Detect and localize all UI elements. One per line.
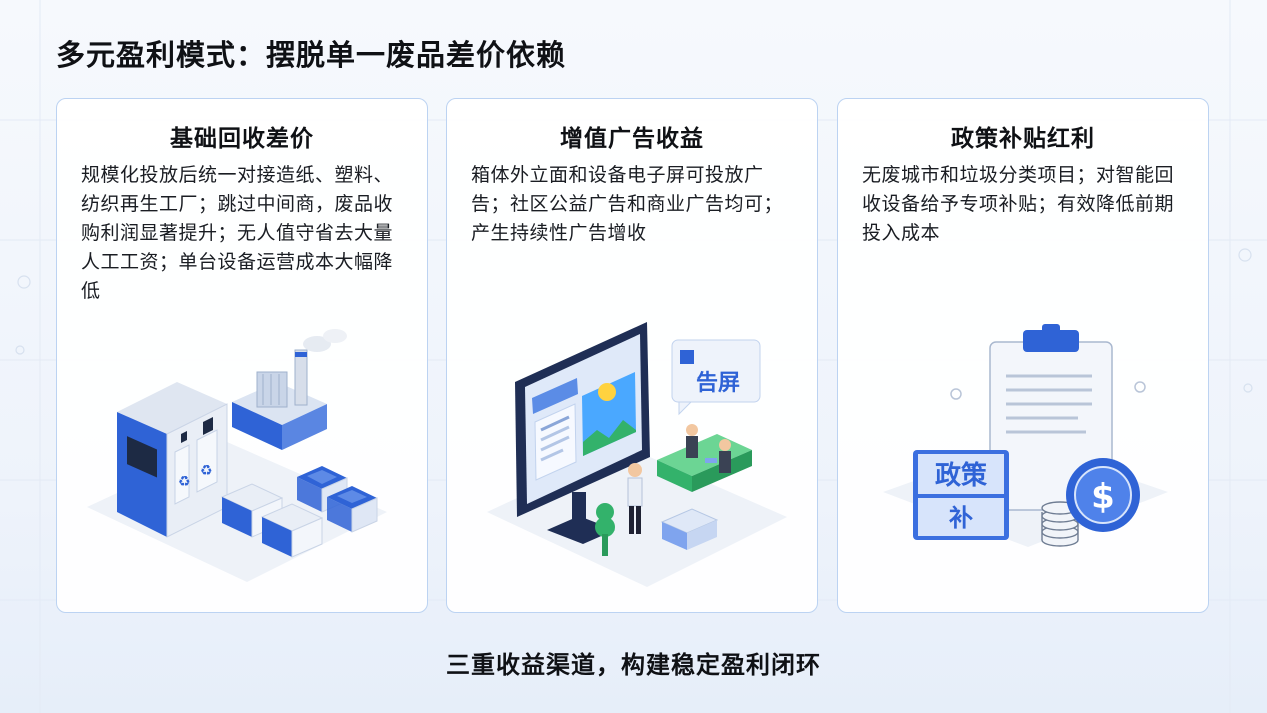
footer-summary: 三重收益渠道，构建稳定盈利闭环 [446, 651, 821, 679]
subsidy-illustration: 政策 补 $ [883, 324, 1168, 547]
stamp-bottom-text: 补 [949, 504, 973, 532]
card-title: 基础回收差价 [170, 126, 314, 152]
card-body: 无废城市和垃圾分类项目；对智能回收设备给予专项补贴；有效降低前期投入成本 [862, 164, 1175, 244]
card-advertising-revenue: 增值广告收益 箱体外立面和设备电子屏可投放广告；社区公益广告和商业广告均可；产生… [446, 98, 818, 613]
card-body: 箱体外立面和设备电子屏可投放广告；社区公益广告和商业广告均可；产生持续性广告增收 [471, 164, 784, 244]
ad-sign: 告屏 [671, 339, 761, 416]
recycling-machine-illustration: ♻ ♻ [87, 329, 387, 582]
stamp-top-text: 政策 [935, 460, 987, 491]
page-title: 多元盈利模式：摆脱单一废品差价依赖 [56, 38, 567, 72]
ad-sign-text: 告屏 [696, 371, 740, 396]
card-title: 政策补贴红利 [951, 126, 1095, 152]
ad-screen-illustration: 告屏 [487, 322, 787, 587]
svg-text:♻: ♻ [200, 463, 213, 479]
card-body: 规模化投放后统一对接造纸、塑料、纺织再生工厂；跳过中间商，废品收购利润显著提升；… [81, 164, 394, 302]
dollar-icon: $ [1091, 477, 1115, 517]
card-basic-recycling: 基础回收差价 规模化投放后统一对接造纸、塑料、纺织再生工厂；跳过中间商，废品收购… [56, 98, 428, 613]
card-policy-subsidy: 政策补贴红利 无废城市和垃圾分类项目；对智能回收设备给予专项补贴；有效降低前期投… [837, 98, 1209, 613]
card-title: 增值广告收益 [560, 126, 704, 152]
svg-text:♻: ♻ [178, 474, 191, 490]
